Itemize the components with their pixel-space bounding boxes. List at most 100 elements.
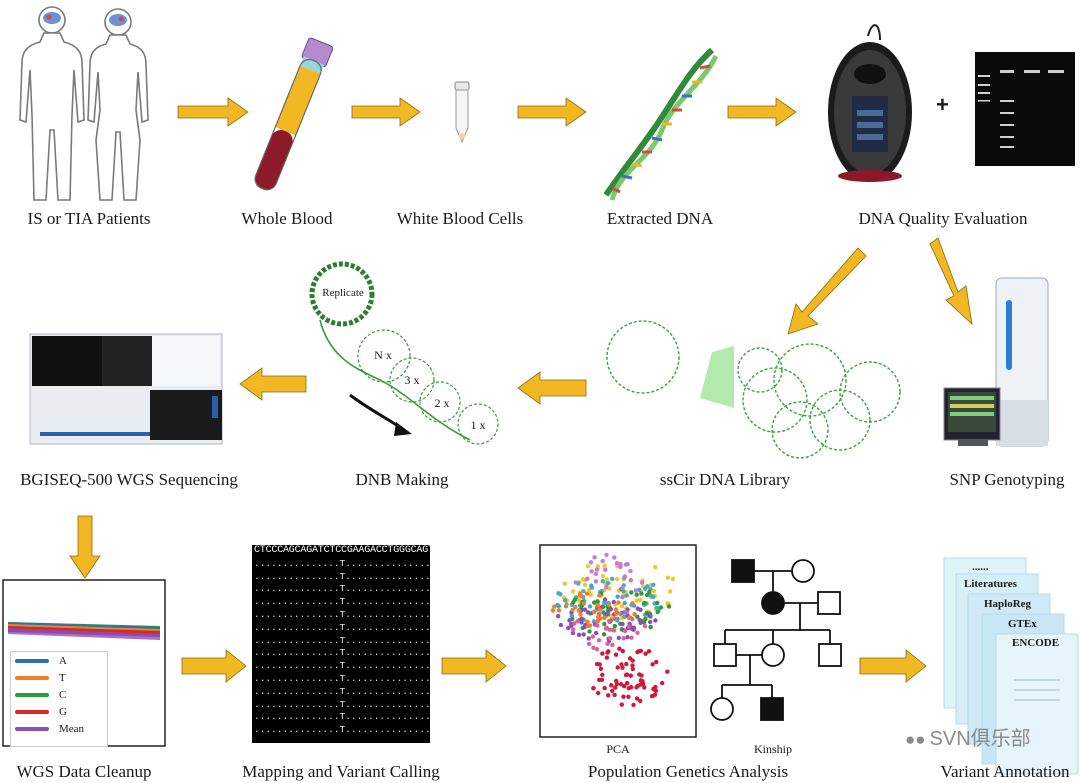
read-row: ...............T............... <box>254 698 430 710</box>
arrow-dnb-sequencer <box>239 367 307 401</box>
pca-point <box>642 685 647 690</box>
label-sequencing: BGISEQ-500 WGS Sequencing <box>20 470 238 489</box>
pca-point <box>637 672 642 677</box>
label-annotation: Variant Annotation <box>940 762 1070 781</box>
pca-point <box>581 632 586 637</box>
label-extracted-dna: Extracted DNA <box>606 209 714 228</box>
legend-item-g: G <box>11 703 107 720</box>
pca-point <box>592 609 597 614</box>
pca-point <box>572 621 577 626</box>
pca-point <box>579 616 584 621</box>
flow-arrows <box>69 97 973 683</box>
pca-point <box>660 680 665 686</box>
pca-point <box>590 634 595 639</box>
pca-point <box>647 619 653 625</box>
pca-point <box>595 603 600 608</box>
pca-point <box>591 645 596 650</box>
pca-point <box>595 564 600 569</box>
pca-point <box>620 648 625 654</box>
pca-point <box>653 564 658 570</box>
pca-point <box>644 592 650 598</box>
sheet-gtex: GTEx <box>1008 618 1037 630</box>
pca-point <box>596 638 602 643</box>
pca-point <box>607 627 612 632</box>
pca-point <box>597 607 603 612</box>
pca-point <box>573 604 578 610</box>
dnb-illustration <box>309 261 499 445</box>
pca-point <box>587 604 593 609</box>
pca-point <box>611 599 616 605</box>
read-rows: ...............T........................… <box>252 558 430 737</box>
pca-point <box>624 681 630 686</box>
pca-point <box>608 606 614 612</box>
pca-point <box>556 591 561 596</box>
pca-point <box>600 579 605 584</box>
pca-point <box>593 571 599 576</box>
sheet-haploreg: HaploReg <box>984 598 1032 610</box>
read-row: ...............T............... <box>254 583 430 595</box>
pca-point <box>591 686 596 691</box>
pca-point <box>648 593 654 598</box>
read-row: ...............T............... <box>254 570 430 582</box>
pca-point <box>592 600 597 605</box>
pca-label: PCA <box>606 742 630 756</box>
read-row: ...............T............... <box>254 660 430 672</box>
pca-point <box>643 586 648 591</box>
pca-point <box>631 702 636 708</box>
pca-point <box>639 580 645 585</box>
pca-point <box>614 576 620 582</box>
pca-point <box>609 683 614 688</box>
watermark: ●●SVN俱乐部 <box>905 728 1031 750</box>
pca-point <box>608 636 613 641</box>
pca-point <box>595 599 600 604</box>
reference-sequence: CTCCCAGCAGATCTCCGAAGACCTGGGCAGT <box>254 545 430 556</box>
pca-point <box>625 635 630 640</box>
pca-point <box>620 621 625 627</box>
pca-point <box>648 624 653 630</box>
pca-point <box>570 630 576 636</box>
pca-point <box>612 616 617 621</box>
pca-point <box>585 619 590 624</box>
pca-point <box>604 577 609 582</box>
pca-point <box>638 607 643 612</box>
pca-point <box>587 629 592 634</box>
pca-point <box>606 693 611 698</box>
pca-point <box>597 593 602 598</box>
cell-tube-icon <box>454 81 470 144</box>
pca-point <box>635 630 640 635</box>
pca-point <box>606 602 612 608</box>
pca-point <box>630 601 635 606</box>
pca-point <box>650 662 655 667</box>
pca-point <box>607 618 612 624</box>
pca-plot <box>539 544 697 738</box>
label-mapping: Mapping and Variant Calling <box>242 762 440 781</box>
annotation-sheets <box>943 557 1079 775</box>
dnb-n-label: N x <box>374 348 392 362</box>
pca-point <box>558 622 564 628</box>
pca-point <box>613 652 619 657</box>
pca-point <box>584 591 590 596</box>
legend-item-t: T <box>11 669 107 686</box>
pca-point <box>637 587 642 592</box>
pca-point <box>610 688 615 694</box>
read-row: ...............T............... <box>254 557 430 569</box>
pca-point <box>613 607 619 612</box>
arrow-cells-dna <box>517 97 587 127</box>
read-row: ...............T............... <box>254 608 430 620</box>
label-dna-quality: DNA Quality Evaluation <box>858 209 1028 228</box>
brain-icon <box>43 12 127 26</box>
pca-point <box>624 593 629 598</box>
pca-point <box>634 592 639 597</box>
pca-point <box>597 677 602 683</box>
pca-point <box>626 694 631 699</box>
pca-point <box>654 605 659 610</box>
pca-point <box>628 578 634 583</box>
pca-point <box>602 563 607 568</box>
pca-point <box>629 590 634 595</box>
arrow-mapping-population <box>441 649 507 683</box>
pca-point <box>579 620 584 625</box>
pca-point <box>647 613 652 618</box>
pca-point <box>571 627 576 632</box>
pca-point <box>642 624 648 629</box>
